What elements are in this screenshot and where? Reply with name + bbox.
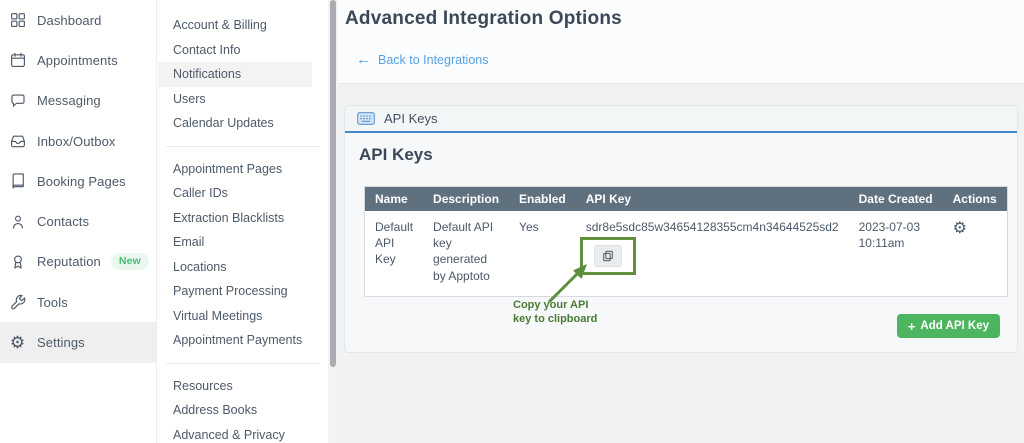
book-icon <box>8 172 27 191</box>
submenu-scrollbar-thumb[interactable] <box>330 0 336 367</box>
copy-highlight-box <box>580 237 636 275</box>
sidebar-item-label: Dashboard <box>37 13 102 28</box>
column-header-api-key: API Key <box>576 187 849 212</box>
page-title: Advanced Integration Options <box>345 8 622 30</box>
api-keys-panel: API Keys API Keys Name Description Enabl… <box>344 105 1018 353</box>
menu-item-contact-info[interactable]: Contact Info <box>158 38 328 63</box>
sidebar-item-label: Reputation <box>37 254 101 269</box>
inbox-tray-icon <box>8 132 27 151</box>
menu-item-notifications[interactable]: Notifications <box>158 62 312 87</box>
menu-item-locations[interactable]: Locations <box>158 255 328 280</box>
menu-item-address-books[interactable]: Address Books <box>158 398 328 423</box>
menu-item-email[interactable]: Email <box>158 230 328 255</box>
sidebar-item-label: Appointments <box>37 53 118 68</box>
primary-sidebar: Dashboard Appointments Messaging Inbox/O… <box>0 0 157 443</box>
menu-item-resources[interactable]: Resources <box>158 374 328 399</box>
menu-divider <box>166 363 320 364</box>
chat-bubble-icon <box>8 91 27 110</box>
cell-enabled: Yes <box>509 211 576 296</box>
column-header-name: Name <box>365 187 424 212</box>
sidebar-item-messaging[interactable]: Messaging <box>0 81 156 121</box>
new-badge: New <box>111 253 149 270</box>
settings-submenu: Account & Billing Contact Info Notificat… <box>158 0 328 443</box>
back-link-label: Back to Integrations <box>378 53 488 67</box>
api-keys-panel-body: API Keys Name Description Enabled API Ke… <box>345 133 1017 350</box>
cell-name: Default API Key <box>365 211 424 296</box>
copy-icon <box>602 250 614 262</box>
sidebar-item-label: Messaging <box>37 93 101 108</box>
sidebar-item-label: Settings <box>37 335 85 350</box>
cell-api-key: sdr8e5sdc85w34654128355cm4n34644525sd2 <box>576 211 849 296</box>
menu-item-extraction-blacklists[interactable]: Extraction Blacklists <box>158 206 328 231</box>
wrench-icon <box>8 293 27 312</box>
plus-icon: + <box>908 320 916 333</box>
submenu-scrollbar-track <box>328 0 338 443</box>
menu-divider <box>166 146 320 147</box>
menu-item-virtual-meetings[interactable]: Virtual Meetings <box>158 304 328 329</box>
menu-item-calendar-updates[interactable]: Calendar Updates <box>158 111 328 136</box>
sidebar-item-label: Contacts <box>37 214 89 229</box>
sidebar-item-dashboard[interactable]: Dashboard <box>0 0 156 40</box>
column-header-actions: Actions <box>943 187 1008 212</box>
column-header-date-created: Date Created <box>849 187 943 212</box>
cell-actions: ⚙ <box>943 211 1008 296</box>
cell-description: Default API key generated by Apptoto <box>423 211 509 296</box>
menu-item-appointment-payments[interactable]: Appointment Payments <box>158 328 328 353</box>
cell-date-created: 2023-07-03 10:11am <box>849 211 943 296</box>
dashboard-grid-icon <box>8 11 27 30</box>
main-content: Advanced Integration Options ← Back to I… <box>338 0 1024 443</box>
api-keys-table: Name Description Enabled API Key Date Cr… <box>364 186 1008 297</box>
table-row: Default API Key Default API key generate… <box>365 211 1008 296</box>
copy-api-key-button[interactable] <box>594 245 622 267</box>
calendar-icon <box>8 51 27 70</box>
sidebar-item-label: Inbox/Outbox <box>37 134 116 149</box>
sidebar-item-label: Tools <box>37 295 68 310</box>
sidebar-item-booking-pages[interactable]: Booking Pages <box>0 161 156 201</box>
row-settings-gear-icon[interactable]: ⚙ <box>953 219 967 237</box>
sidebar-item-appointments[interactable]: Appointments <box>0 40 156 80</box>
sidebar-item-contacts[interactable]: Contacts <box>0 201 156 241</box>
column-header-description: Description <box>423 187 509 212</box>
menu-item-caller-ids[interactable]: Caller IDs <box>158 181 328 206</box>
back-arrow-icon: ← <box>356 52 371 67</box>
annotation-text: Copy your API key to clipboard <box>513 299 601 327</box>
menu-item-payment-processing[interactable]: Payment Processing <box>158 279 328 304</box>
menu-item-appointment-pages[interactable]: Appointment Pages <box>158 157 328 182</box>
sidebar-item-inbox-outbox[interactable]: Inbox/Outbox <box>0 121 156 161</box>
api-keys-panel-header: API Keys <box>345 106 1017 133</box>
api-key-value: sdr8e5sdc85w34654128355cm4n34644525sd2 <box>586 219 839 235</box>
table-header-row: Name Description Enabled API Key Date Cr… <box>365 187 1008 212</box>
back-to-integrations-link[interactable]: ← Back to Integrations <box>356 52 488 67</box>
gear-icon: ⚙ <box>8 333 27 352</box>
add-api-key-button[interactable]: + Add API Key <box>897 314 1000 338</box>
keyboard-icon <box>357 112 375 125</box>
add-button-label: Add API Key <box>920 320 989 332</box>
panel-header-label: API Keys <box>384 111 437 126</box>
section-title: API Keys <box>359 145 433 165</box>
sidebar-item-settings[interactable]: ⚙ Settings <box>0 322 156 362</box>
person-icon <box>8 212 27 231</box>
menu-item-users[interactable]: Users <box>158 87 328 112</box>
sidebar-item-tools[interactable]: Tools <box>0 282 156 322</box>
sidebar-item-reputation[interactable]: Reputation New <box>0 242 156 282</box>
column-header-enabled: Enabled <box>509 187 576 212</box>
menu-item-advanced-privacy[interactable]: Advanced & Privacy <box>158 423 328 443</box>
menu-item-account-billing[interactable]: Account & Billing <box>158 13 328 38</box>
award-ribbon-icon <box>8 252 27 271</box>
sidebar-item-label: Booking Pages <box>37 174 126 189</box>
